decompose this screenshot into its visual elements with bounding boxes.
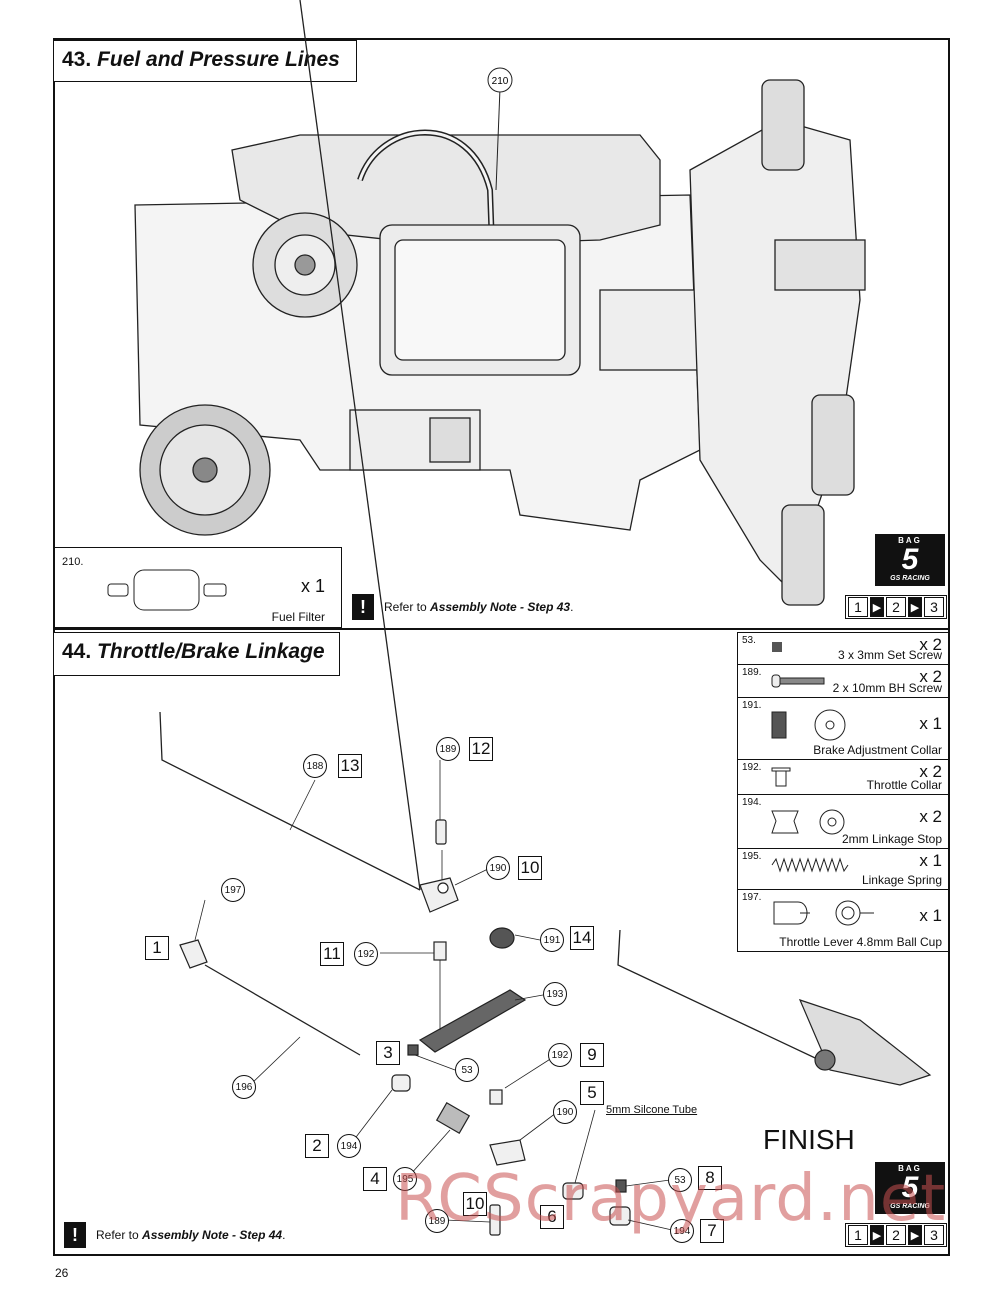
note-text: Refer to Assembly Note - Step 43.: [384, 600, 574, 614]
page-number: 26: [55, 1266, 69, 1280]
step-number-9: 9: [580, 1043, 604, 1067]
watermark: RCScrapyard.net: [395, 1162, 947, 1236]
callout-189: 189: [436, 737, 460, 761]
bag-5-logo: BAG 5 GS RACING: [875, 1162, 945, 1214]
warning-icon: !: [352, 594, 374, 620]
part-row: 195. x 1 Linkage Spring: [737, 849, 949, 890]
assembly-note-44: ! Refer to Assembly Note - Step 44.: [64, 1222, 285, 1248]
part-210-box: 210. x 1 Fuel Filter: [53, 547, 342, 628]
step-44-number: 44.: [62, 640, 92, 663]
step-number-1: 1: [145, 936, 169, 960]
part-row: 197. x 1 Throttle Lever 4.8mm Ball Cup: [737, 890, 949, 952]
step-number-14: 14: [570, 926, 594, 950]
callout-53: 53: [455, 1058, 479, 1082]
step-number-2: 2: [305, 1134, 329, 1158]
step-number-12: 12: [469, 737, 493, 761]
callout-194: 194: [337, 1134, 361, 1158]
callout-190: 190: [553, 1100, 577, 1124]
part-row: 53. x 2 3 x 3mm Set Screw: [737, 632, 949, 665]
step-number-6: 6: [540, 1205, 564, 1229]
ball-cup-icon: [773, 900, 874, 926]
set-screw-icon: [772, 642, 782, 652]
section-divider: [53, 628, 950, 630]
callout-192: 192: [548, 1043, 572, 1067]
step-number-11: 11: [320, 942, 344, 966]
step-sequence-43: 1▶ 2▶ 3: [845, 595, 947, 619]
part-row: 189. x 2 2 x 10mm BH Screw: [737, 665, 949, 698]
assembly-note-43: ! Refer to Assembly Note - Step 43.: [352, 594, 573, 620]
step-43-title: 43. Fuel and Pressure Lines: [53, 40, 357, 82]
throttle-collar-icon: [771, 767, 791, 787]
spring-icon: [771, 857, 849, 873]
part-row: 191. x 1 Brake Adjustment Collar: [737, 698, 949, 760]
callout-53: 53: [668, 1168, 692, 1192]
arrow-right-icon: ▶: [908, 1225, 922, 1245]
note-text: Refer to Assembly Note - Step 44.: [96, 1228, 286, 1242]
part-row: 194. x 2 2mm Linkage Stop: [737, 795, 949, 849]
arrow-right-icon: ▶: [870, 597, 884, 617]
callout-195: 195: [393, 1167, 417, 1191]
step-number-4: 4: [363, 1167, 387, 1191]
step-44-title: 44. Throttle/Brake Linkage: [53, 632, 340, 676]
callout-196: 196: [232, 1075, 256, 1099]
parts-list: 53. x 2 3 x 3mm Set Screw 189. x 2 2 x 1…: [737, 632, 949, 952]
step-43-heading: Fuel and Pressure Lines: [97, 48, 340, 71]
bh-screw-icon: [771, 674, 825, 688]
linkage-stop-icon: [771, 809, 845, 835]
step-number-10: 10: [463, 1192, 487, 1216]
callout-189: 189: [425, 1209, 449, 1233]
step-number-13: 13: [338, 754, 362, 778]
callout-192: 192: [354, 942, 378, 966]
finish-label: FINISH: [763, 1124, 855, 1155]
step-number-5: 5: [580, 1081, 604, 1105]
part-name: Fuel Filter: [271, 610, 325, 624]
part-qty: x 1: [300, 576, 325, 596]
step-43-number: 43.: [62, 48, 92, 71]
part-number: 210.: [62, 556, 84, 568]
callout-191: 191: [540, 928, 564, 952]
callout-193: 193: [543, 982, 567, 1006]
step-44-heading: Throttle/Brake Linkage: [97, 640, 325, 663]
part-row: 192. x 2 Throttle Collar: [737, 760, 949, 795]
step-number-10: 10: [518, 856, 542, 880]
callout-188: 188: [303, 754, 327, 778]
brake-collar-icon: [771, 709, 846, 741]
arrow-right-icon: ▶: [908, 597, 922, 617]
warning-icon: !: [64, 1222, 86, 1248]
step-number-8: 8: [698, 1166, 722, 1190]
arrow-right-icon: ▶: [870, 1225, 884, 1245]
step-number-7: 7: [700, 1219, 724, 1243]
callout-197: 197: [221, 878, 245, 902]
fuel-filter-icon: [107, 569, 227, 611]
callout-190: 190: [486, 856, 510, 880]
step-sequence-44: 1▶ 2▶ 3: [845, 1223, 947, 1247]
callout-210: 210: [492, 76, 509, 87]
tube-label: 5mm Silcone Tube: [606, 1104, 698, 1116]
bag-5-logo: BAG 5 GS RACING: [875, 534, 945, 586]
step-number-3: 3: [376, 1041, 400, 1065]
callout-194: 194: [670, 1219, 694, 1243]
